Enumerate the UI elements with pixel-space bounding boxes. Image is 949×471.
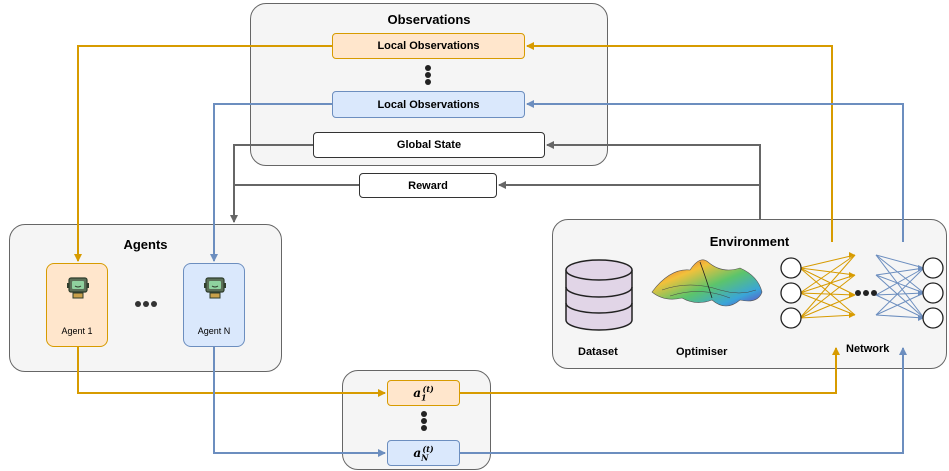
orange-agent1-to-action-arrow [77, 347, 386, 397]
environment-title: Environment [709, 234, 790, 249]
blue-agentn-to-action-arrow [213, 347, 386, 457]
blue-env-to-obs-arrow [526, 100, 904, 242]
neural-network-icon [780, 252, 944, 329]
action-1-box: a1(t) [387, 380, 460, 406]
global-state-box: Global State [313, 132, 545, 158]
blue-obs-to-agentn-arrow [210, 103, 332, 262]
database-icon [565, 259, 633, 331]
robot-icon [67, 277, 89, 299]
orange-action-to-env-arrow [460, 347, 840, 394]
robot-icon [204, 277, 226, 299]
local-observations-1-label: Local Observations [377, 40, 480, 52]
reward-box: Reward [359, 173, 497, 198]
global-state-label: Global State [396, 139, 462, 151]
network-label: Network [846, 343, 890, 355]
observations-title: Observations [387, 12, 471, 27]
action-1-label: a1(t) [413, 383, 434, 403]
local-observations-1-box: Local Observations [332, 33, 525, 59]
ellipsis-icon [421, 411, 427, 431]
agent-1-box: Agent 1 [46, 263, 108, 347]
gray-global-state-to-agents-arrow [230, 144, 313, 223]
optimiser-label: Optimiser [676, 346, 728, 358]
orange-env-to-obs-arrow [526, 42, 833, 242]
ellipsis-icon [425, 65, 431, 85]
action-n-box: aN(t) [387, 440, 460, 466]
dataset-label: Dataset [578, 346, 618, 358]
local-observations-n-box: Local Observations [332, 91, 525, 118]
ellipsis-icon [135, 301, 157, 307]
agent-n-box: Agent N [183, 263, 245, 347]
agent-1-label: Agent 1 [61, 326, 93, 336]
reward-label: Reward [408, 179, 448, 192]
agent-n-label: Agent N [197, 326, 231, 336]
action-n-label: aN(t) [413, 443, 434, 463]
loss-surface-icon [651, 259, 763, 307]
orange-obs-to-agent1-arrow [74, 45, 332, 262]
blue-action-to-env-arrow [460, 347, 907, 454]
local-observations-n-label: Local Observations [377, 98, 480, 111]
gray-env-to-global-state-arrow [546, 141, 761, 219]
agents-title: Agents [123, 237, 168, 252]
